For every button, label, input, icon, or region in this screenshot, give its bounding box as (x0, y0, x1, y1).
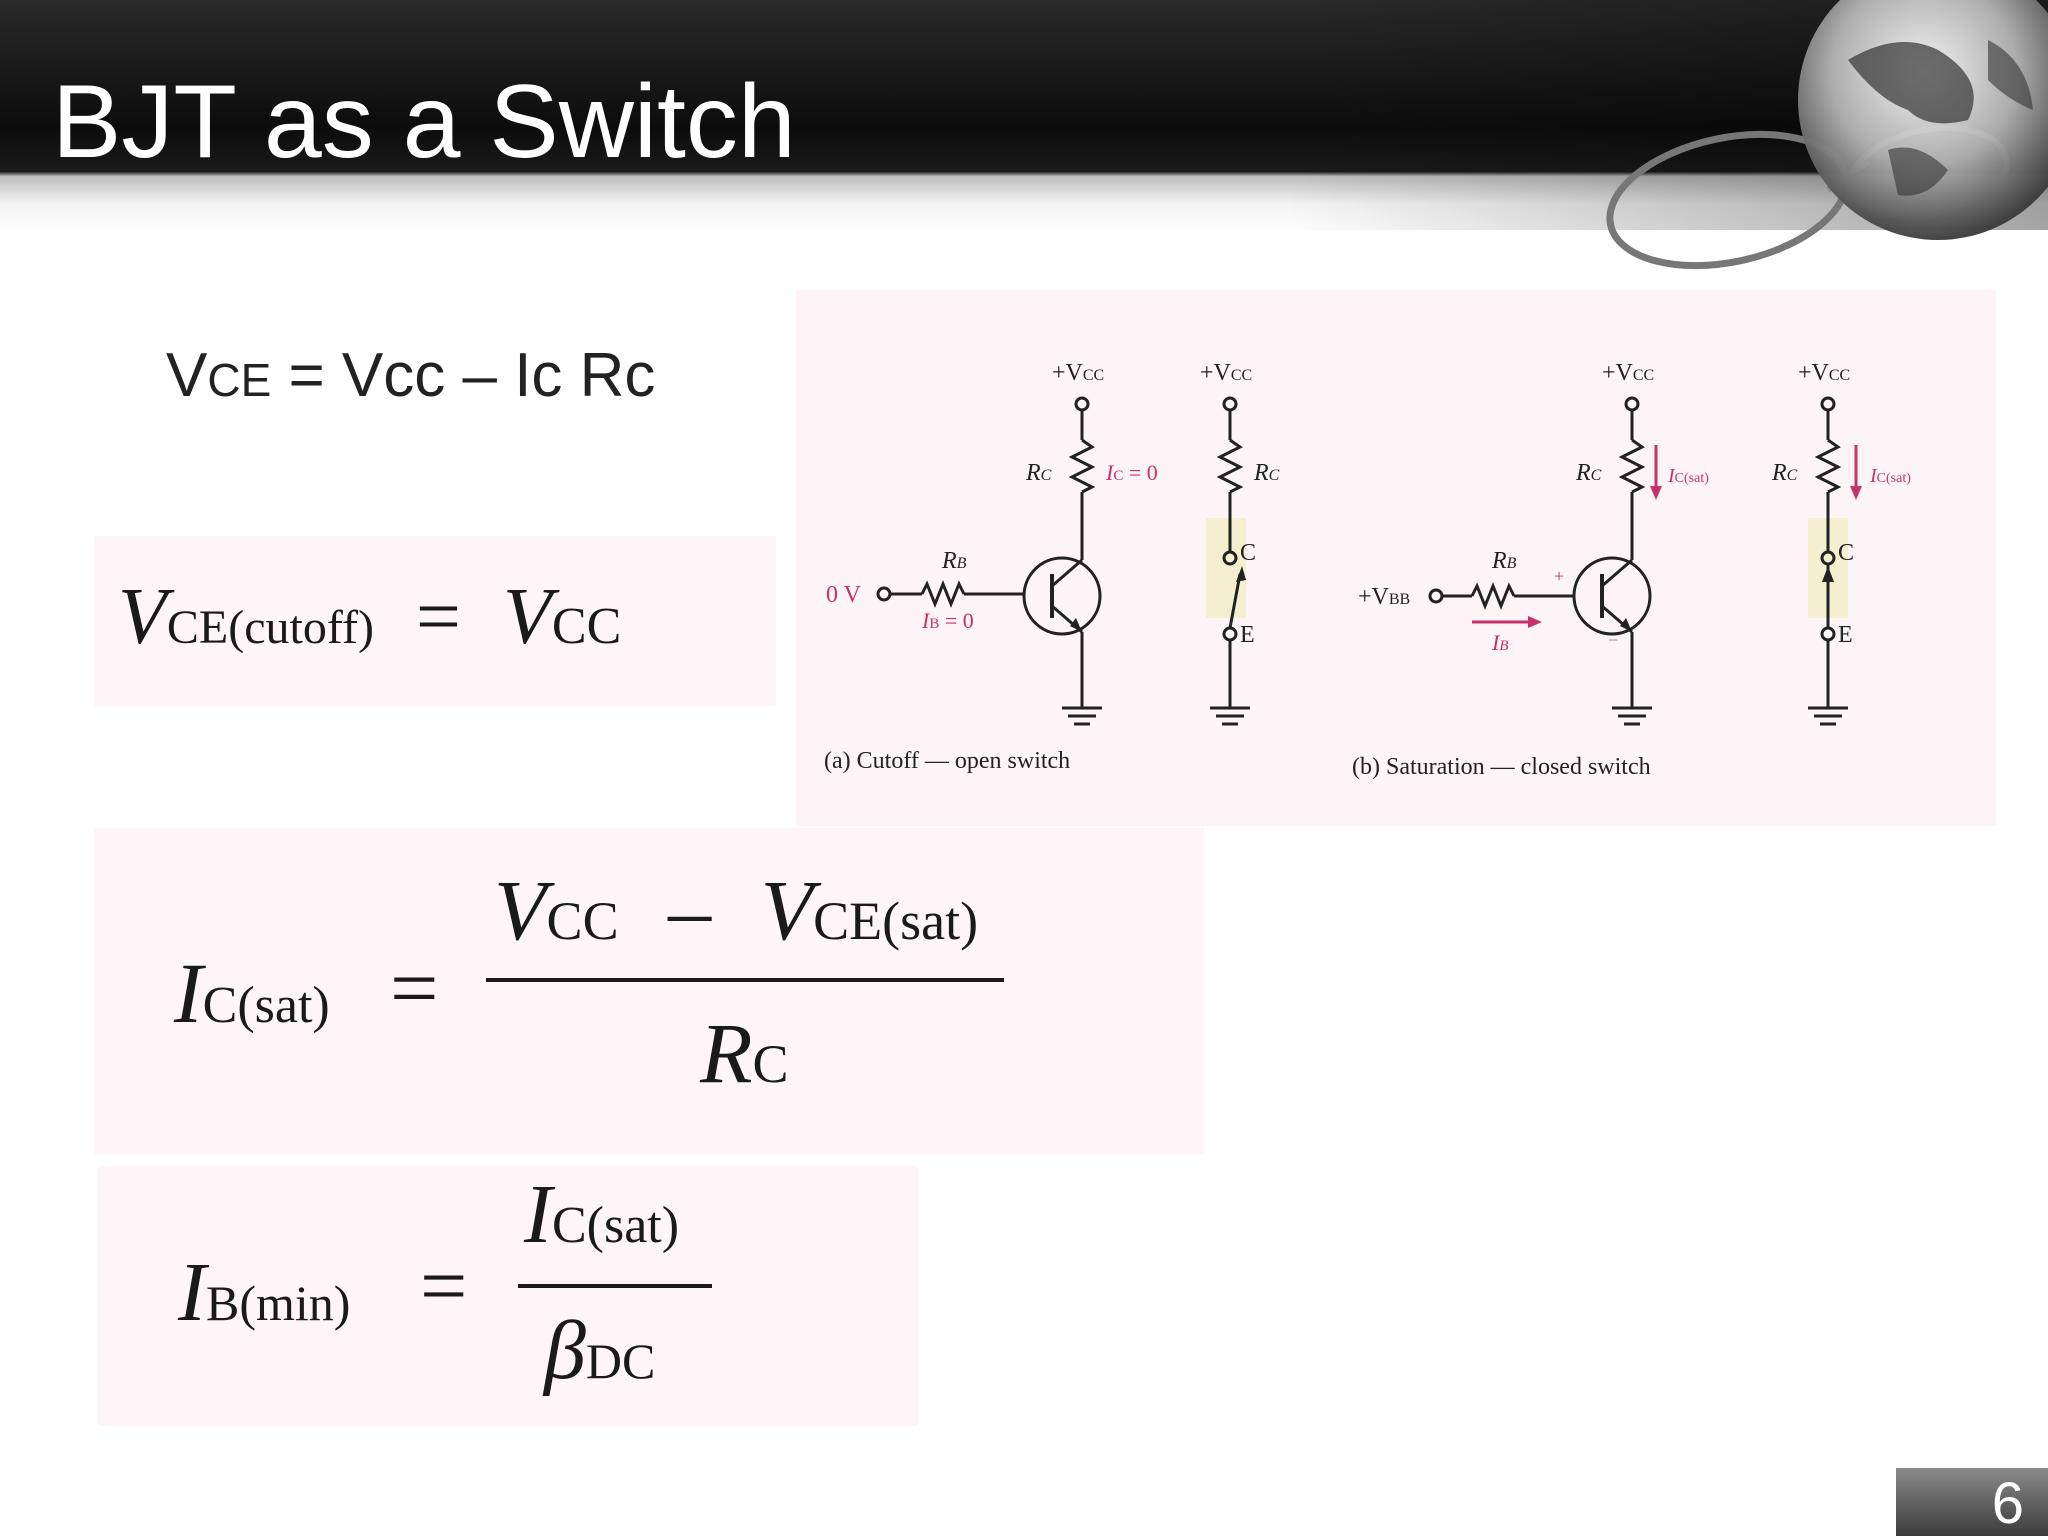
cutoff-ic-zero-label: IC = 0 (1105, 460, 1158, 485)
cutoff-emitter-arrow (1070, 618, 1082, 632)
vce-sub: CE (207, 354, 272, 406)
formula-ibmin-box: IB(min) = IC(sat) βDC (98, 1166, 918, 1426)
saturation-rb-label: RB (1491, 548, 1517, 574)
saturation-icsat-label: IC(sat) (1667, 465, 1709, 487)
ibmin-lhs-sub: B(min) (205, 1275, 351, 1331)
caption-saturation: (b) Saturation — closed switch (1352, 754, 1651, 780)
open-switch-vcc-label: +VCC (1200, 360, 1252, 386)
icsat-den-symbol: R (700, 1005, 753, 1101)
icsat-num-sub2: CE(sat) (813, 891, 979, 951)
vce-rest: = Vcc – Ic Rc (271, 341, 656, 410)
ibmin-fraction-bar (518, 1284, 712, 1288)
closed-switch-current-arrow (1850, 445, 1862, 500)
ibmin-den-sub: DC (585, 1333, 656, 1389)
saturation-minus-sign: − (1608, 630, 1618, 650)
icsat-num-symbol1: V (494, 862, 547, 958)
ibmin-num-symbol: I (524, 1168, 552, 1261)
ibmin-lhs-symbol: I (178, 1246, 206, 1339)
icsat-den-sub: C (752, 1034, 789, 1094)
ibmin-num-sub: C(sat) (551, 1197, 680, 1254)
switch-highlight-a (1206, 518, 1246, 618)
icsat-lhs-symbol: I (174, 945, 203, 1041)
circuit-diagram-panel: +VCC RC IC = 0 RB 0 V IB = 0 +VCC RC C E… (796, 290, 1996, 826)
cutoff-rhs-symbol: V (503, 573, 552, 661)
saturation-vbb-label: +VBB (1358, 584, 1410, 610)
icsat-lhs-sub: C(sat) (202, 977, 330, 1034)
saturation-plus-sign: + (1554, 566, 1564, 586)
ibmin-denominator: βDC (544, 1302, 655, 1399)
open-switch-rc-label: RC (1253, 460, 1280, 486)
saturation-rc-label: RC (1575, 460, 1602, 486)
formula-cutoff-box: VCE(cutoff) = VCC (94, 536, 776, 706)
closed-switch-vcc-label: +VCC (1798, 360, 1850, 386)
icsat-numerator: VCC – VCE(sat) (494, 860, 978, 960)
open-switch-equivalent (1210, 396, 1250, 726)
circuit-diagram: +VCC RC IC = 0 RB 0 V IB = 0 +VCC RC C E… (824, 360, 1911, 780)
closed-switch-icsat-label: IC(sat) (1869, 465, 1911, 487)
saturation-current-arrows (1472, 445, 1662, 628)
vce-v: V (166, 341, 208, 410)
vce-equation-text: VCE = Vcc – Ic Rc (166, 340, 655, 411)
saturation-vcc-label: +VCC (1602, 360, 1654, 386)
ibmin-equals: = (420, 1240, 468, 1333)
page-number: 6 (1896, 1468, 2048, 1536)
open-switch-arrow (1236, 566, 1246, 582)
cutoff-lhs-symbol: V (118, 573, 167, 661)
icsat-denominator: RC (700, 1003, 789, 1103)
cutoff-transistor-circuit (876, 396, 1102, 726)
ibmin-numerator: IC(sat) (524, 1166, 679, 1263)
cutoff-rhs-sub: CC (551, 598, 622, 655)
closed-switch-c-label: C (1838, 540, 1854, 566)
globe-glasses-decoration (1288, 0, 2048, 270)
icsat-equals: = (390, 940, 439, 1036)
formula-icsat-box: IC(sat) = VCC – VCE(sat) RC (94, 828, 1204, 1154)
open-switch-c-label: C (1240, 540, 1256, 566)
ibmin-den-symbol: β (544, 1304, 586, 1397)
saturation-emitter-arrow (1620, 618, 1632, 632)
saturation-transistor-circuit (1428, 396, 1652, 726)
icsat-minus: – (668, 862, 712, 958)
cutoff-equals: = (415, 573, 462, 661)
ibmin-lhs: IB(min) (178, 1244, 350, 1341)
icsat-num-symbol2: V (760, 862, 814, 958)
slide-title: BJT as a Switch (52, 64, 796, 180)
cutoff-ib-zero-label: IB = 0 (921, 608, 974, 633)
formula-cutoff: VCE(cutoff) = VCC (118, 572, 621, 663)
caption-cutoff: (a) Cutoff — open switch (824, 748, 1070, 774)
cutoff-zero-v-label: 0 V (826, 582, 862, 608)
icsat-fraction-bar (486, 978, 1004, 982)
open-switch-e-label: E (1240, 622, 1255, 648)
cutoff-lhs-sub: CE(cutoff) (166, 601, 374, 654)
cutoff-rc-label: RC (1025, 460, 1052, 486)
icsat-lhs: IC(sat) (174, 943, 330, 1043)
closed-switch-rc-label: RC (1771, 460, 1798, 486)
closed-switch-arrow (1822, 566, 1834, 582)
cutoff-vcc-label: +VCC (1052, 360, 1104, 386)
saturation-ib-label: IB (1491, 630, 1509, 655)
cutoff-rb-label: RB (941, 548, 967, 574)
closed-switch-e-label: E (1838, 622, 1853, 648)
icsat-num-sub1: CC (546, 891, 619, 951)
